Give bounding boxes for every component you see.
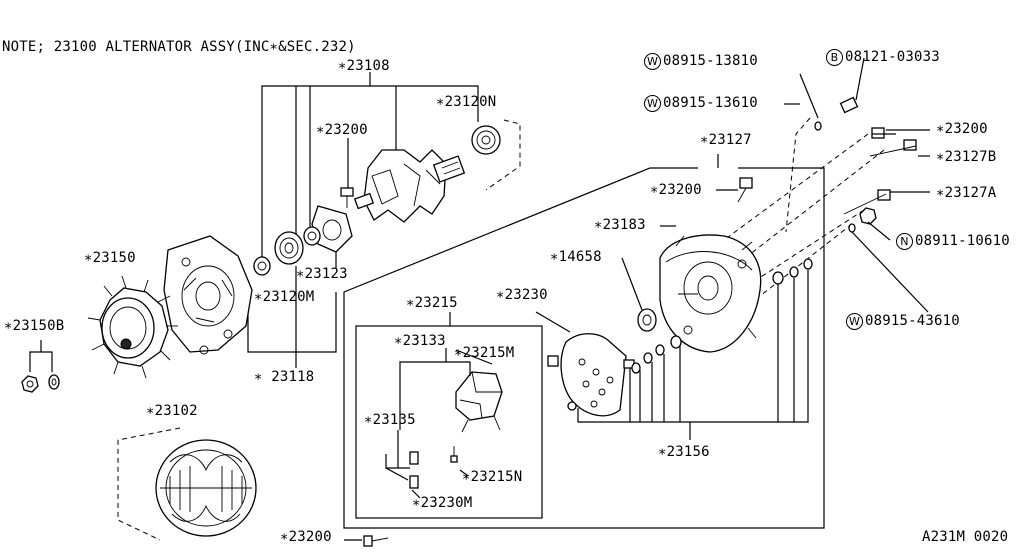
diagram-note: NOTE; 23100 ALTERNATOR ASSY(INC∗&SEC.232…: [2, 39, 356, 55]
part-label-23215n: ∗23215N: [462, 469, 523, 485]
part-label-23156: ∗23156: [658, 444, 710, 460]
part-label-23230: ∗23230: [496, 287, 548, 303]
part-label-23127a: ∗23127A: [936, 185, 997, 201]
leader-lines-left: [29, 72, 521, 541]
part-code-08911-10610: 08911-10610: [915, 233, 1010, 249]
washer-symbol-icon: W: [846, 313, 863, 330]
bearing-14658: [637, 308, 657, 332]
part-label-23200-right: ∗23200: [936, 121, 988, 137]
nut-washer-23150b: [21, 374, 60, 393]
part-label-23150b: ∗23150B: [4, 318, 65, 334]
stator-23102: [155, 439, 257, 537]
part-label-23118: ∗ 23118: [254, 369, 315, 385]
part-label-23183: ∗23183: [594, 217, 646, 233]
bolt-symbol-icon: B: [826, 49, 843, 66]
front-housing: [163, 235, 253, 355]
part-label-23127b: ∗23127B: [936, 149, 997, 165]
part-label-23215m: ∗23215M: [454, 345, 515, 361]
figure-id: A231M 0020: [922, 529, 1009, 545]
part-label-23127: ∗23127: [700, 132, 752, 148]
part-label-23150: ∗23150: [84, 250, 136, 266]
part-label-23200-left: ∗23200: [316, 122, 368, 138]
part-label-23230m: ∗23230M: [412, 495, 473, 511]
leader-lines-right: [344, 57, 930, 541]
part-label-23200-center: ∗23200: [650, 182, 702, 198]
washer-symbol-icon: W: [644, 95, 661, 112]
bearing-23120m: [253, 226, 321, 276]
part-label-23123: ∗23123: [296, 266, 348, 282]
rear-housing-23183: [659, 234, 762, 353]
retainer-plate-23123: [311, 205, 353, 253]
bearing-23120n: [471, 125, 501, 155]
part-code-08915-43610: 08915-43610: [865, 313, 960, 329]
screw-23200-left: [340, 187, 354, 208]
part-label-23120m: ∗23120M: [254, 289, 315, 305]
part-label-23102: ∗23102: [146, 403, 198, 419]
nut-symbol-icon: N: [896, 233, 913, 250]
screw-23200-bottom: [363, 535, 389, 547]
part-label-23135: ∗23135: [364, 412, 416, 428]
part-label-14658: ∗14658: [550, 249, 602, 265]
part-label-23200-bottom: ∗23200: [280, 529, 332, 545]
part-label-23215: ∗23215: [406, 295, 458, 311]
screw-23200-center: [737, 177, 753, 203]
part-label-23120n: ∗23120N: [436, 94, 497, 110]
brush-holder-23215m: [409, 371, 503, 489]
washers-23156: [623, 258, 813, 374]
washer-symbol-icon: W: [644, 53, 661, 70]
bolts-top-right: [814, 96, 917, 233]
pulley-fan-23150: [87, 275, 178, 379]
rotor-23108: [353, 149, 466, 223]
part-code-08915-13610: 08915-13610: [663, 95, 758, 111]
part-code-08121-03033: 08121-03033: [845, 49, 940, 65]
part-code-08915-13810: 08915-13810: [663, 53, 758, 69]
part-label-23108: ∗23108: [338, 58, 390, 74]
rectifier-23230: [547, 333, 627, 417]
part-label-23133: ∗23133: [394, 333, 446, 349]
assembly-frame-23127: [343, 154, 825, 529]
